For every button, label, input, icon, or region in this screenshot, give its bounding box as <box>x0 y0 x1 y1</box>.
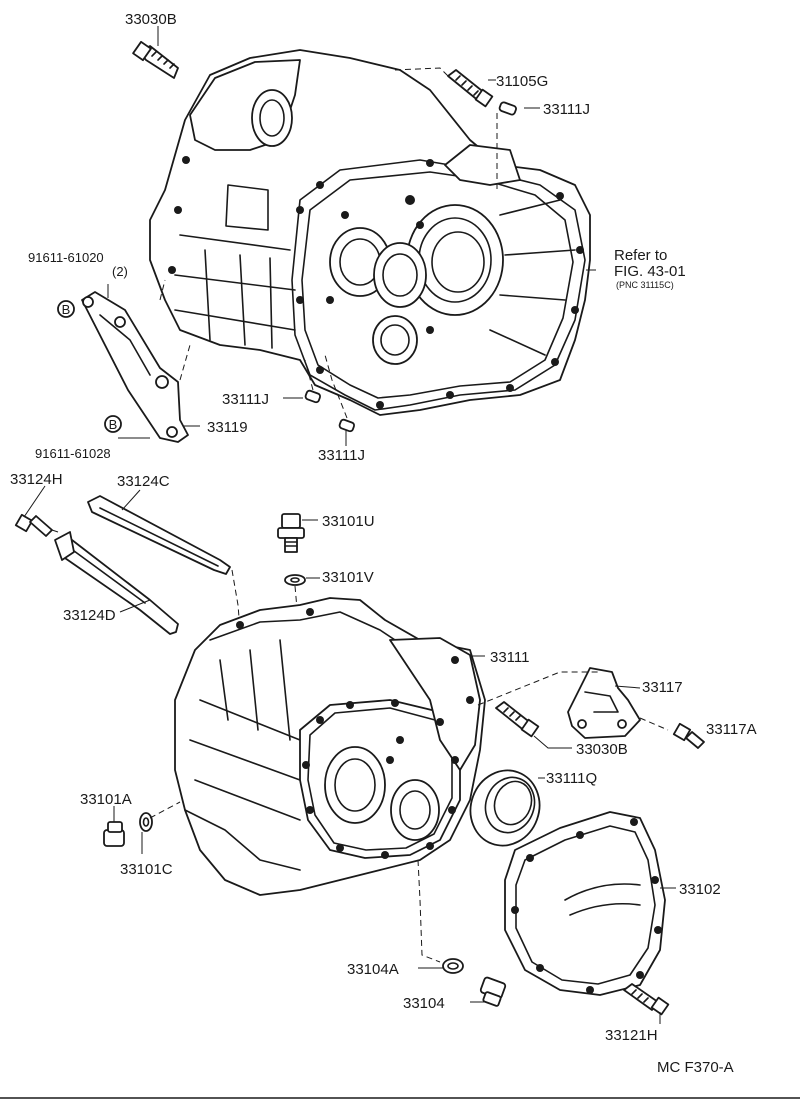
label-33111j-top: 33111J <box>543 101 590 118</box>
label-33117: 33117 <box>642 679 683 696</box>
bolt-33117a <box>672 722 705 749</box>
label-33117a: 33117A <box>706 721 757 738</box>
label-33124c: 33124C <box>117 473 170 490</box>
bracket-33119 <box>81 279 191 443</box>
svg-text:B: B <box>109 417 118 432</box>
gasket-33101c <box>139 801 181 832</box>
marker-b-upper: B <box>57 300 75 318</box>
label-qty: (2) <box>112 264 128 279</box>
transaxle-case-upper <box>149 49 591 416</box>
label-33111: 33111 <box>490 649 530 666</box>
label-91611-61020: 91611-61020 <box>28 250 104 265</box>
washer-33104a <box>442 958 464 974</box>
bolt-33030b-top <box>132 40 179 79</box>
label-refer-to: Refer to <box>614 247 667 264</box>
label-33111q: 33111Q <box>546 770 597 787</box>
label-33119: 33119 <box>207 419 248 436</box>
label-33104a: 33104A <box>347 961 399 978</box>
bolt-31105g <box>394 67 494 108</box>
transmission-case-33111 <box>174 597 486 963</box>
label-33030b-mid: 33030B <box>576 741 628 758</box>
bracket-33117 <box>477 667 669 739</box>
label-33101v: 33101V <box>322 569 374 586</box>
label-91611-61028: 91611-61028 <box>35 446 111 461</box>
label-33101c: 33101C <box>120 861 173 878</box>
part-labels: 33030B 31105G 33111J 91611-61020 (2) Ref… <box>10 11 757 1076</box>
label-33104: 33104 <box>403 995 445 1012</box>
label-pnc-ref: (PNC 31115C) <box>616 280 674 290</box>
svg-text:B: B <box>62 302 71 317</box>
label-33101a: 33101A <box>80 791 132 808</box>
plug-33101a <box>103 821 125 847</box>
label-33111j-bottom: 33111J <box>318 447 365 464</box>
bolt-33030b-mid <box>495 701 540 738</box>
rod-33124c <box>87 495 241 631</box>
case-cover-33102 <box>504 811 666 996</box>
label-33102: 33102 <box>679 881 721 898</box>
pin-33111j-lower-b <box>304 354 356 433</box>
label-33030b-top: 33030B <box>125 11 177 28</box>
label-31105g: 31105G <box>496 73 548 90</box>
pin-33111j-lower-a <box>304 389 322 404</box>
marker-b-lower: B <box>104 415 122 433</box>
washer-33101v <box>284 574 306 621</box>
label-33111j-mid: 33111J <box>222 391 269 408</box>
bolt-33121h <box>623 983 670 1016</box>
label-fig-ref: FIG. 43-01 <box>614 263 686 280</box>
label-33124h: 33124H <box>10 471 63 488</box>
label-33121h: 33121H <box>605 1027 658 1044</box>
figure-code: MC F370-A <box>657 1059 734 1076</box>
leader-lines <box>23 26 676 1024</box>
pin-33111j-top <box>496 101 517 190</box>
label-33101u: 33101U <box>322 513 375 530</box>
switch-33101u <box>277 513 305 553</box>
bolt-33124h <box>14 513 59 537</box>
oil-seal-33111q <box>469 769 541 847</box>
label-33124d: 33124D <box>63 607 116 624</box>
plug-33104 <box>479 976 507 1007</box>
rod-33124d <box>54 531 179 635</box>
